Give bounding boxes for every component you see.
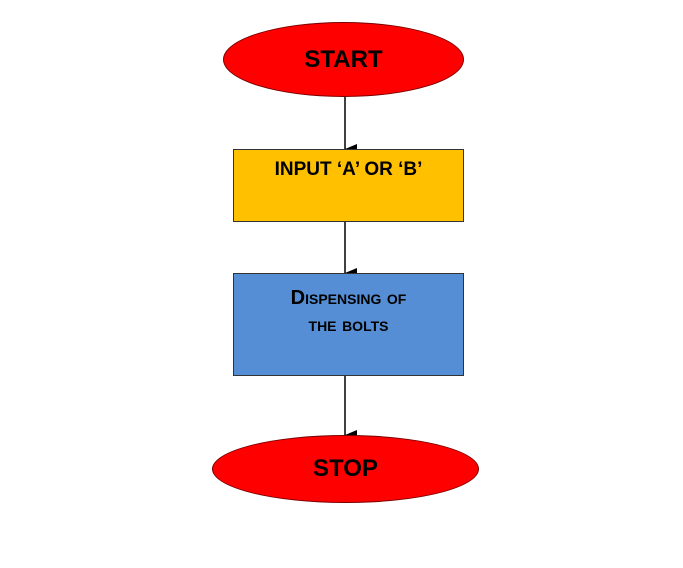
input-box: INPUT ‘A’ OR ‘B’ — [233, 149, 464, 222]
process-label-line-2: the bolts — [308, 314, 389, 336]
process-box: Dispensing of the bolts — [233, 273, 464, 376]
stop-terminal: STOP — [212, 435, 479, 503]
start-label: START — [304, 45, 383, 73]
process-label: Dispensing of the bolts — [291, 285, 407, 339]
input-label: INPUT ‘A’ OR ‘B’ — [274, 159, 423, 180]
process-label-line-1: Dispensing of — [290, 287, 407, 309]
start-terminal: START — [223, 22, 464, 97]
stop-label: STOP — [313, 455, 378, 482]
